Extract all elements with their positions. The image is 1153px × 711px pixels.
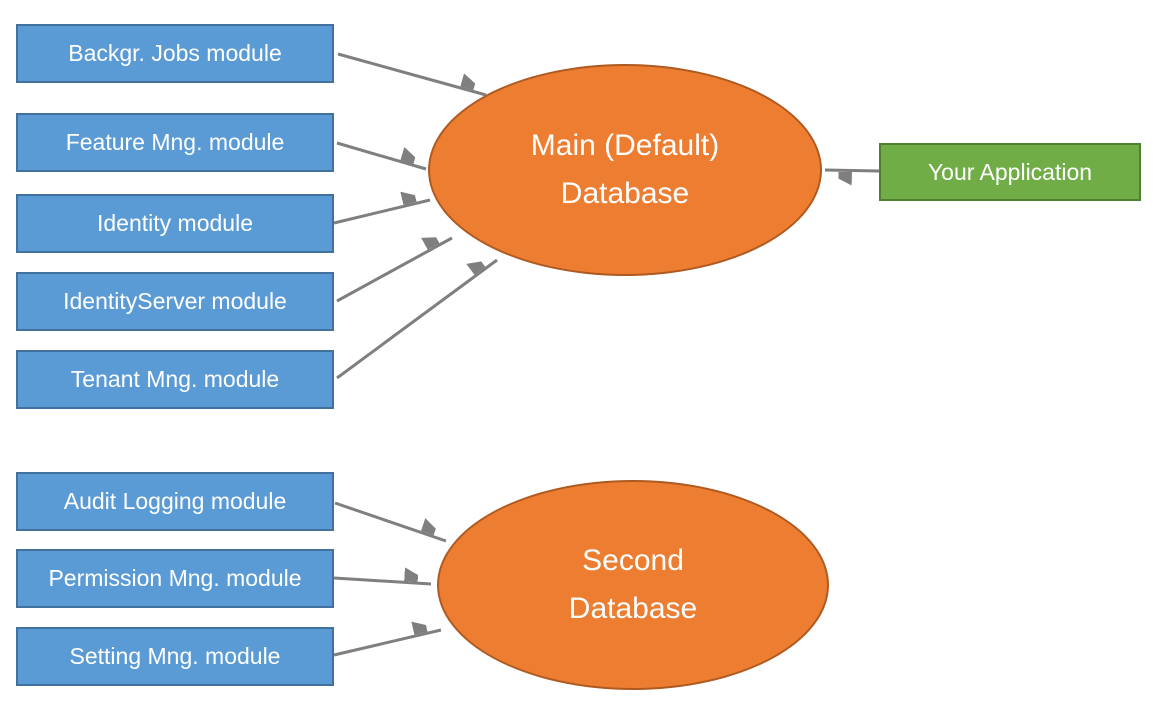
arrow-feature-mng-to-main-db [336,141,427,171]
module-box-tenant-mng: Tenant Mng. module [16,350,334,409]
arrow-setting-mng-to-second-db [333,630,442,657]
module-label: Backgr. Jobs module [68,40,282,66]
arrow-identityserver-to-main-db [336,238,453,303]
main-database-label-line2: Database [560,177,690,210]
arrow-identity-to-main-db [333,200,431,225]
module-label: Setting Mng. module [69,643,281,669]
arrow-backgr-jobs-to-main-db [337,52,487,97]
module-label: Audit Logging module [63,488,287,514]
arrow-application-to-main-db [824,168,880,171]
module-label: IdentityServer module [63,288,287,314]
module-box-identityserver: IdentityServer module [16,272,334,331]
module-box-identity: Identity module [16,194,334,253]
your-application-box: Your Application [879,143,1141,201]
module-label: Permission Mng. module [48,565,302,591]
second-database-label-line2: Database [568,592,698,625]
second-database-ellipse: Second Database [437,480,829,690]
main-database-ellipse: Main (Default) Database [428,64,822,276]
module-box-backgr-jobs: Backgr. Jobs module [16,24,334,83]
arrow-permission-mng-to-second-db [333,578,432,586]
arrow-tenant-mng-to-main-db [336,260,498,380]
main-database-label-line1: Main (Default) [530,129,720,162]
module-label: Tenant Mng. module [70,366,280,392]
module-box-permission-mng: Permission Mng. module [16,549,334,608]
module-box-feature-mng: Feature Mng. module [16,113,334,172]
second-database-label-line1: Second [582,544,684,577]
module-box-setting-mng: Setting Mng. module [16,627,334,686]
module-label: Feature Mng. module [65,129,285,155]
module-label: Identity module [97,210,253,236]
your-application-label: Your Application [927,158,1093,185]
module-box-audit-logging: Audit Logging module [16,472,334,531]
arrow-audit-logging-to-second-db [334,501,447,543]
